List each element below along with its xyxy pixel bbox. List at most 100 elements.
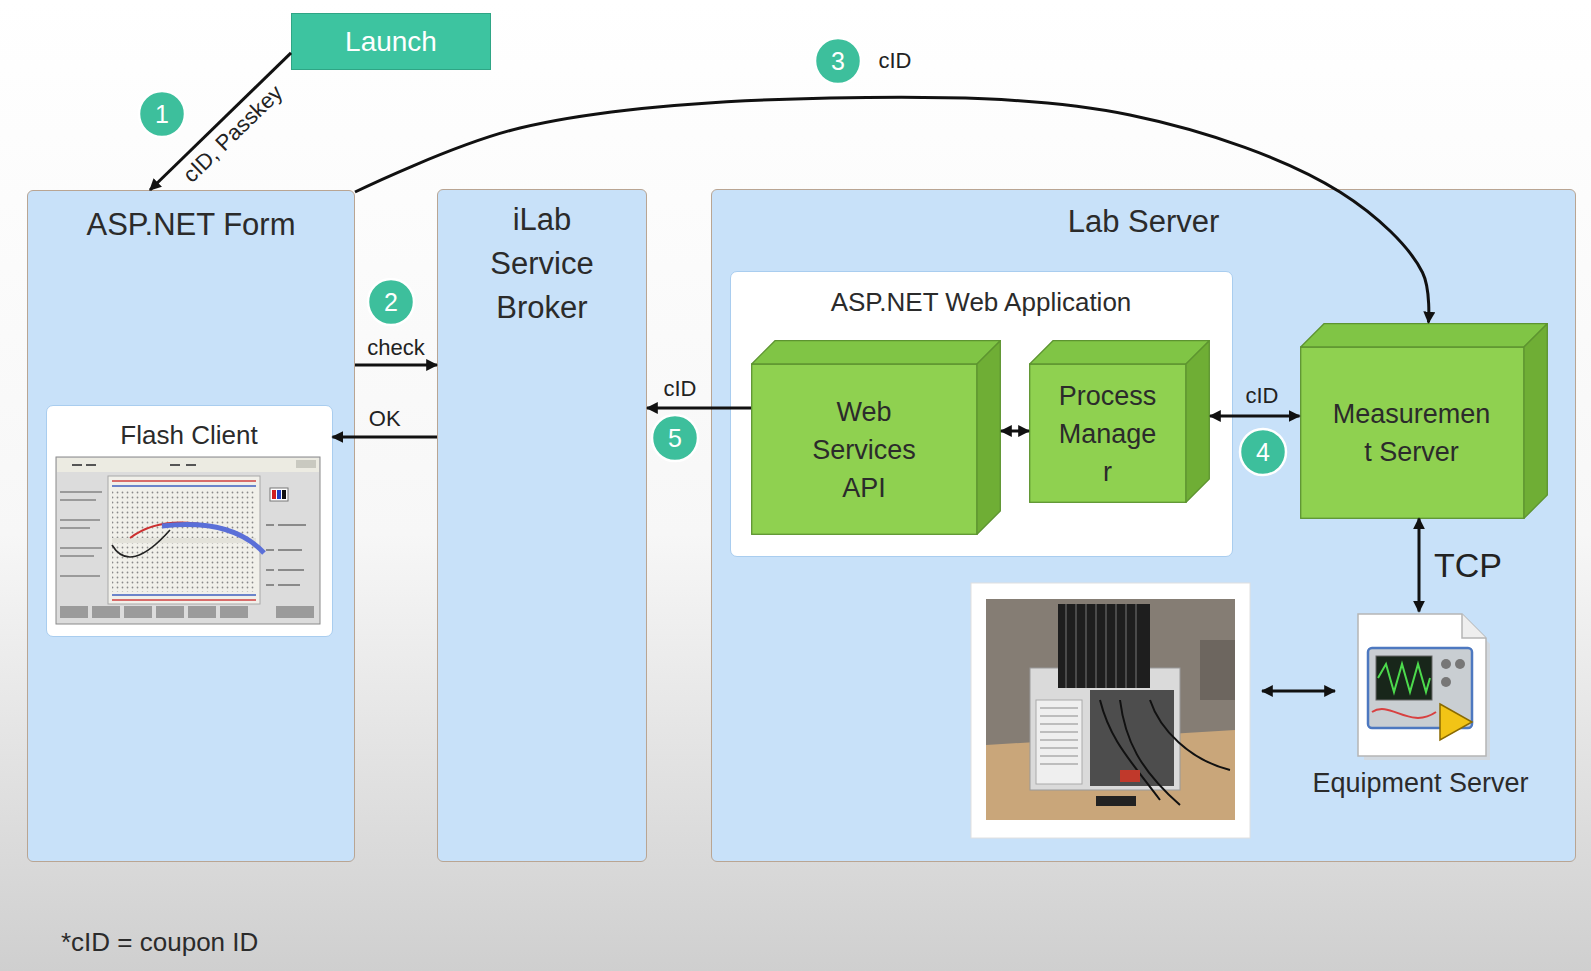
- node-title: iLab Service Broker: [467, 198, 617, 330]
- cube-top: [752, 341, 1001, 364]
- edge-label: OK: [369, 406, 401, 432]
- cube-side: [977, 341, 1000, 535]
- screen-text-lines: [60, 492, 102, 576]
- connector-red: [1120, 770, 1140, 782]
- callout-circles: [139, 38, 1286, 475]
- toolbar-button: [276, 606, 314, 618]
- node-title: Process Manage r: [1055, 377, 1160, 491]
- node-title: Flash Client: [120, 418, 257, 452]
- flash-screenshot: [56, 457, 320, 624]
- callout-number: 1: [155, 99, 169, 129]
- scope-body: [1368, 648, 1472, 728]
- toolbar-button: [156, 606, 184, 618]
- wire: [162, 525, 264, 553]
- swatch-bar: [272, 490, 276, 499]
- cube-front: [1300, 347, 1523, 518]
- node-title: ASP.NET Web Application: [831, 285, 1132, 319]
- breadboard: [108, 476, 260, 604]
- callout-number: 4: [1256, 437, 1270, 467]
- equipment-server: Equipment Server: [1331, 612, 1511, 850]
- callout-number: 5: [668, 423, 682, 453]
- callout-circle: [139, 91, 185, 137]
- screen-text-lines: [266, 525, 306, 585]
- node-title: Launch: [345, 25, 437, 59]
- connector: [1001, 430, 1029, 433]
- footnote: *cID = coupon ID: [61, 926, 258, 958]
- vent-slots: [1040, 708, 1078, 764]
- node-title: Web Services API: [789, 393, 939, 507]
- photo-link-arrow: [1262, 690, 1335, 693]
- toolbar-button: [92, 606, 120, 618]
- ground-rail: [112, 486, 256, 595]
- connector: [355, 364, 437, 367]
- scope-knob: [1441, 677, 1451, 687]
- toolbar-button: [188, 606, 216, 618]
- power-rail: [112, 481, 256, 600]
- connector: [333, 436, 438, 439]
- connector: [355, 97, 1429, 322]
- photo-frame: [971, 583, 1250, 838]
- callout-circle: [368, 279, 414, 325]
- run-arrow: [1440, 704, 1472, 740]
- heatsink-fins: [1066, 604, 1136, 688]
- client-panel: ASP.NET FormFlash Client: [27, 190, 355, 862]
- heatsink: [1058, 604, 1150, 688]
- node-title: ASP.NET Form: [86, 203, 295, 247]
- callout-number: 3: [831, 46, 845, 76]
- edge-label: cID: [664, 376, 697, 402]
- connector: [1418, 519, 1421, 612]
- broker-panel: iLab Service Broker: [437, 189, 647, 862]
- cube-front: [752, 364, 977, 534]
- scope-knob: [1455, 659, 1465, 669]
- icon-shadow: [1364, 620, 1490, 760]
- swatch-bar: [282, 490, 286, 499]
- chassis-front: [1090, 690, 1174, 786]
- service-cube: Web Services API: [751, 340, 1001, 535]
- wire: [112, 530, 170, 557]
- cube-top: [1030, 341, 1210, 364]
- wire: [130, 522, 212, 538]
- swatch-bar: [277, 490, 281, 499]
- toolbar-button: [220, 606, 248, 618]
- cables: [1100, 700, 1230, 805]
- equipment-icon: [1358, 614, 1490, 760]
- cable-block: [1096, 796, 1136, 806]
- edge-label: cID, Passkey: [178, 80, 288, 188]
- breadboard-holes: [112, 489, 256, 592]
- icon-page: [1358, 614, 1486, 756]
- connector: [647, 407, 751, 410]
- callout-number: 2: [384, 287, 398, 317]
- node-title: Measuremen t Server: [1329, 395, 1495, 471]
- photo-wall: [986, 599, 1235, 820]
- photo-table: [986, 730, 1235, 820]
- scope-screen: [1376, 656, 1432, 700]
- connector: [1210, 415, 1300, 418]
- callout-circle: [652, 415, 698, 461]
- connector: [150, 53, 291, 190]
- photo-shadow: [1200, 640, 1235, 700]
- edge-label: TCP: [1434, 545, 1502, 586]
- breadboard-gap: [112, 538, 256, 543]
- measurement-cube: Measuremen t Server: [1300, 323, 1548, 519]
- cube-side: [1186, 341, 1209, 503]
- screen-frame: [56, 457, 320, 624]
- node-title: Equipment Server: [1312, 764, 1528, 802]
- color-swatch: [270, 488, 288, 501]
- topbar-marks: [72, 464, 196, 466]
- callout-circle: [815, 38, 861, 84]
- cube-front: [1030, 364, 1186, 502]
- scope-knob: [1441, 659, 1451, 669]
- web-app-box: ASP.NET Web ApplicationWeb Services API P…: [730, 271, 1233, 557]
- topbar-button: [296, 460, 316, 468]
- edge-label: check: [367, 335, 424, 361]
- scope-wave: [1378, 664, 1430, 692]
- cube-side: [1524, 323, 1547, 518]
- process-cube: Process Manage r: [1029, 340, 1210, 503]
- callout-circle: [1240, 429, 1286, 475]
- edge-label: cID: [879, 48, 912, 74]
- node-title: Lab Server: [1068, 200, 1220, 244]
- client-window: Flash Client: [46, 405, 333, 637]
- server-panel: Lab ServerASP.NET Web ApplicationWeb Ser…: [711, 189, 1576, 862]
- chassis-vent: [1036, 700, 1082, 784]
